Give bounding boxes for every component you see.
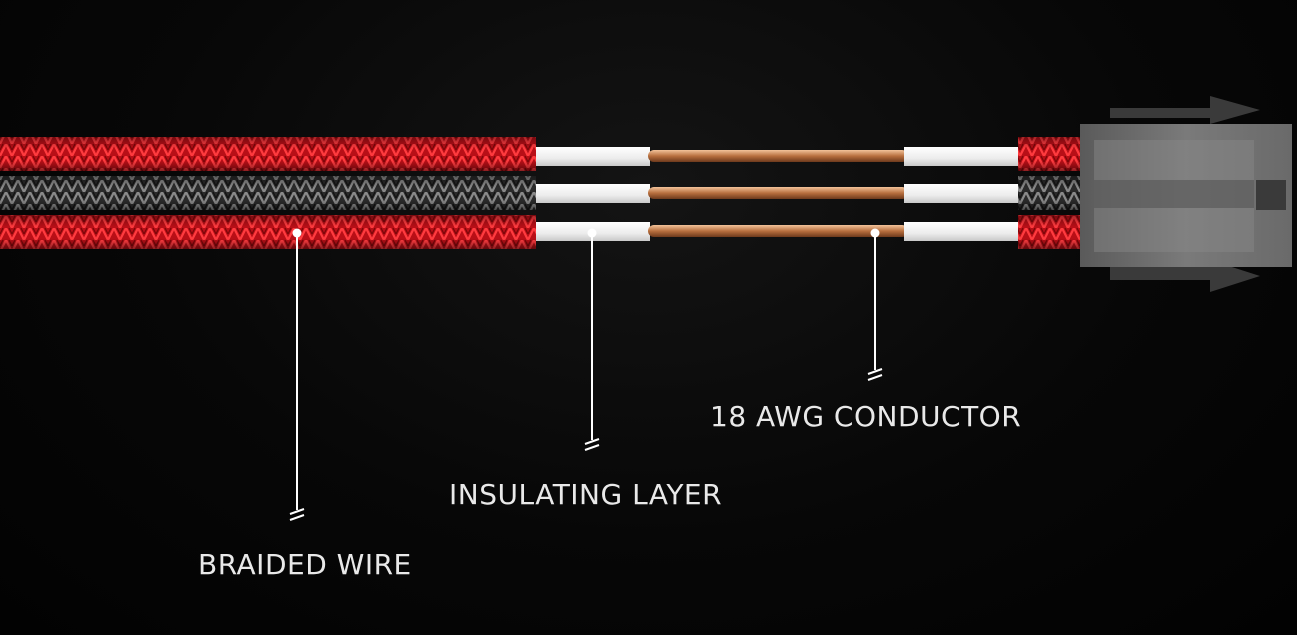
stripped-wires [536, 147, 1020, 241]
insulation-left-middle [536, 184, 650, 203]
braided-cables-left [0, 137, 536, 249]
insulating-layer-label: INSULATING LAYER [449, 478, 723, 511]
insulation-right-middle [904, 184, 1020, 203]
insulation-left-top [536, 147, 650, 166]
braided-wire-label: BRAIDED WIRE [198, 548, 412, 581]
connector [1080, 96, 1292, 292]
conductor-label: 18 AWG CONDUCTOR [710, 400, 1022, 433]
insulation-right-bottom [904, 222, 1020, 241]
copper-conductor-middle [648, 187, 908, 199]
copper-conductor-bottom [648, 225, 908, 237]
leader-lines [289, 233, 883, 521]
insulation-right-top [904, 147, 1020, 166]
leader-dots [292, 228, 880, 238]
braided-cables-right [1018, 137, 1082, 249]
copper-conductor-top [648, 150, 908, 162]
